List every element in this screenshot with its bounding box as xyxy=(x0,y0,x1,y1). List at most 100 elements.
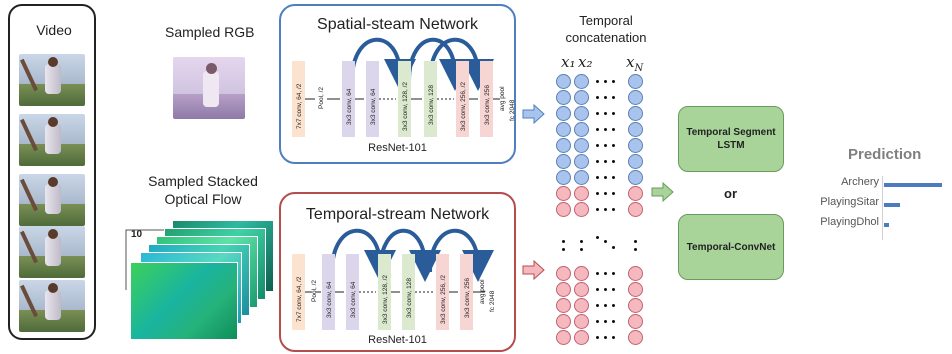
ellipsis-dot xyxy=(612,304,615,307)
ellipsis-dot xyxy=(596,176,599,179)
sampled-flow-label: Sampled Stacked Optical Flow xyxy=(148,172,258,208)
ellipsis-dot xyxy=(562,248,565,251)
spatial-layer-label: 3x3 conv, 256, /2 xyxy=(460,82,467,131)
temporal-feature-node xyxy=(628,266,643,281)
temporal-feature-node xyxy=(556,186,571,201)
flow-stack-count: 10 xyxy=(131,229,143,240)
video-title: Video xyxy=(36,22,72,38)
ellipsis-dot xyxy=(596,160,599,163)
xN-label: xN xyxy=(626,53,644,74)
spatial-network-box: Spatial-steam Network ResNet-101 xyxy=(279,4,516,164)
concat-to-model-arrow xyxy=(651,182,674,202)
spatial-feature-node xyxy=(574,74,589,89)
ellipsis-dot xyxy=(634,248,637,251)
temporal-convnet-box: Temporal-ConvNet xyxy=(678,214,784,280)
video-frame-2 xyxy=(19,114,85,166)
ellipsis-dot xyxy=(596,288,599,291)
temporal-feature-node xyxy=(556,202,571,217)
ellipsis-dot xyxy=(612,246,615,249)
prediction-title: Prediction xyxy=(848,146,922,163)
sampled-flow-label-line2: Optical Flow xyxy=(164,191,242,207)
prediction-score-bar xyxy=(884,203,900,207)
temporal-feature-node xyxy=(556,282,571,297)
temporal-feature-node xyxy=(574,186,589,201)
ellipsis-dot xyxy=(596,96,599,99)
video-frame-5 xyxy=(19,280,85,332)
concat-title-line2: concatenation xyxy=(565,30,647,45)
video-panel: Video xyxy=(8,4,96,340)
ellipsis-dot xyxy=(612,112,615,115)
ellipsis-dot xyxy=(604,80,607,83)
temporal-network-title: Temporal-stream Network xyxy=(305,206,490,223)
temporal-layer-label: avg pool xyxy=(479,279,486,304)
temporal-network-box: Temporal-stream Network ResNet-101 xyxy=(279,192,516,352)
ellipsis-dot xyxy=(596,192,599,195)
spatial-feature-node xyxy=(574,170,589,185)
ellipsis-dot xyxy=(612,96,615,99)
spatial-layer-label: 3x3 conv, 128, /2 xyxy=(402,82,409,131)
ellipsis-dot xyxy=(596,112,599,115)
ellipsis-dot xyxy=(634,240,637,243)
ellipsis-dot xyxy=(604,240,607,243)
flow-frame-1 xyxy=(130,262,238,340)
ellipsis-dot xyxy=(612,320,615,323)
spatial-feature-node xyxy=(556,122,571,137)
temporal-feature-node xyxy=(556,266,571,281)
lstm-label-line2: LSTM xyxy=(717,140,745,151)
concat-title: Temporal concatenation xyxy=(556,12,656,46)
ellipsis-dot xyxy=(604,192,607,195)
temporal-feature-node xyxy=(574,298,589,313)
video-frame-1 xyxy=(19,54,85,106)
temporal-layer-label: 7x7 conv, 64, /2 xyxy=(296,276,303,322)
prediction-axis xyxy=(882,176,883,240)
ellipsis-dot xyxy=(612,272,615,275)
ellipsis-dot xyxy=(604,320,607,323)
spatial-feature-node xyxy=(574,138,589,153)
video-frame-3 xyxy=(19,174,85,226)
temporal-feature-node xyxy=(628,330,643,345)
ellipsis-dot xyxy=(596,236,599,239)
ellipsis-dot xyxy=(596,272,599,275)
temporal-feature-node xyxy=(574,314,589,329)
spatial-network-title: Spatial-steam Network xyxy=(317,16,478,33)
ellipsis-dot xyxy=(612,336,615,339)
ellipsis-dot xyxy=(596,144,599,147)
spatial-feature-node xyxy=(628,154,643,169)
spatial-layer-label: fc 2048 xyxy=(509,99,516,121)
temporal-layer-label: 3x3 conv, 128, /2 xyxy=(382,275,389,324)
or-label: or xyxy=(724,186,737,201)
spatial-feature-node xyxy=(628,122,643,137)
temporal-layer-label: 3x3 conv, 64 xyxy=(350,281,357,318)
ellipsis-dot xyxy=(604,144,607,147)
prediction-class-label: PlayingDhol xyxy=(820,216,879,228)
ellipsis-dot xyxy=(596,80,599,83)
ellipsis-dot xyxy=(612,128,615,131)
ellipsis-dot xyxy=(604,288,607,291)
temporal-feature-node xyxy=(574,330,589,345)
ellipsis-dot xyxy=(604,160,607,163)
temporal-backbone-label: ResNet-101 xyxy=(368,334,427,346)
ellipsis-dot xyxy=(604,304,607,307)
spatial-feature-node xyxy=(628,138,643,153)
temporal-feature-node xyxy=(556,298,571,313)
prediction-score-bar xyxy=(884,223,889,227)
spatial-layer-stack: 7x7 conv, 64, /2 Pool, /2 3x3 conv, 64 3… xyxy=(292,37,516,137)
spatial-feature-node xyxy=(628,90,643,105)
sampled-flow-label-line1: Sampled Stacked xyxy=(148,173,258,189)
temporal-feature-node xyxy=(628,314,643,329)
x2-label: x₂ xyxy=(578,53,593,71)
temporal-layer-label: 3x3 conv, 256, /2 xyxy=(440,275,447,324)
concat-title-line1: Temporal xyxy=(579,13,633,28)
x1-label: x₁ xyxy=(561,53,576,71)
ellipsis-dot xyxy=(604,112,607,115)
ellipsis-dot xyxy=(604,336,607,339)
ellipsis-dot xyxy=(612,160,615,163)
temporal-layer-label: 3x3 conv, 128 xyxy=(406,278,413,318)
spatial-feature-node xyxy=(628,170,643,185)
spatial-feature-node xyxy=(556,106,571,121)
spatial-feature-node xyxy=(574,90,589,105)
temporal-feature-node xyxy=(574,282,589,297)
ellipsis-dot xyxy=(604,176,607,179)
ellipsis-dot xyxy=(612,208,615,211)
